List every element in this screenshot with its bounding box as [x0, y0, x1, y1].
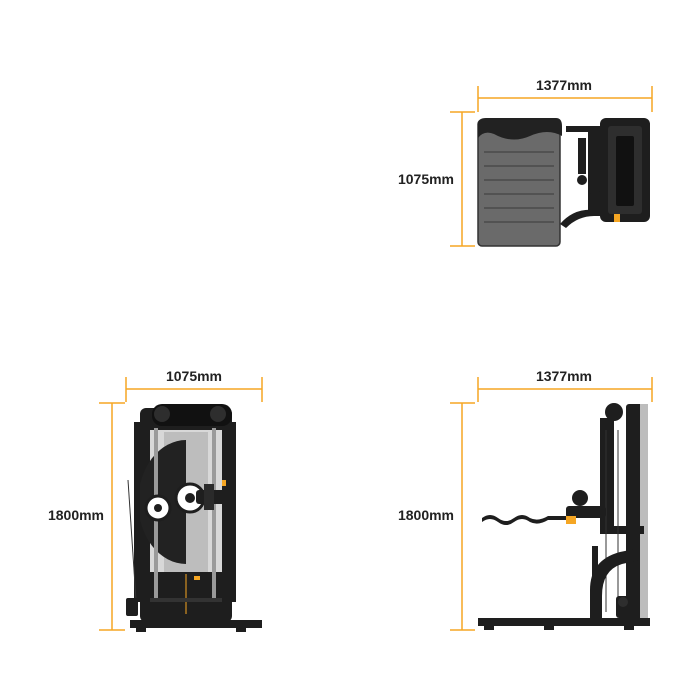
side-height-dimension	[450, 402, 475, 631]
front-width-label: 1075mm	[166, 368, 222, 384]
side-width-label: 1377mm	[536, 368, 592, 384]
top-width-dimension	[477, 86, 653, 112]
front-width-dimension	[125, 377, 263, 402]
bench-pad-seams	[484, 151, 554, 223]
top-machine-frame	[560, 118, 650, 228]
side-machine	[478, 403, 650, 630]
front-height-dimension	[99, 402, 125, 631]
front-height-label: 1800mm	[48, 507, 104, 523]
front-view: 1075mm 1800mm	[48, 368, 263, 632]
side-height-label: 1800mm	[398, 507, 454, 523]
top-view: 1377mm 1075mm	[398, 77, 653, 247]
side-view: 1377mm 1800mm	[398, 368, 653, 631]
top-width-label: 1377mm	[536, 77, 592, 93]
bench-pad-headrest	[478, 118, 562, 140]
side-width-dimension	[477, 377, 653, 402]
front-machine	[126, 404, 262, 632]
top-depth-label: 1075mm	[398, 171, 454, 187]
top-depth-dimension	[450, 111, 475, 247]
